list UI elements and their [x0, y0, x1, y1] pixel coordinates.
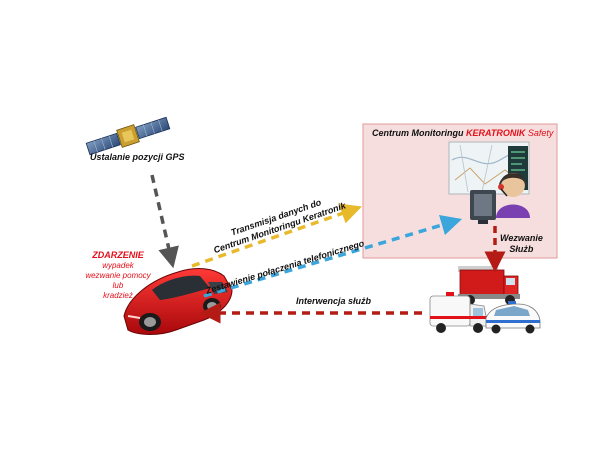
call-services-label: Wezwanie Służb: [500, 233, 543, 255]
event-line-1: wypadek: [102, 261, 134, 270]
call-services-line-1: Wezwanie: [500, 233, 543, 243]
monitoring-title-prefix: Centrum Monitoringu: [372, 128, 464, 138]
phone-call-arrow: [203, 214, 463, 298]
event-line-4: kradzież: [103, 291, 133, 300]
event-title: ZDARZENIE: [92, 250, 144, 260]
monitoring-brand-suffix: Safety: [527, 128, 554, 138]
call-services-line-2: Służb: [509, 244, 534, 254]
ambulance-icon: [429, 292, 489, 333]
event-line-2: wezwanie pomocy: [85, 271, 151, 280]
fire-truck-icon: [458, 266, 520, 305]
gps-satellite-icon: [85, 116, 171, 156]
transmission-arrow: [191, 203, 362, 268]
operator-icon: [470, 173, 530, 224]
monitoring-brand: KERATRONIK: [466, 128, 526, 138]
monitoring-center-title: Centrum Monitoringu KERATRONIK Safety: [372, 128, 553, 138]
event-line-3: lub: [112, 281, 124, 290]
gps-label: Ustalanie pozycji GPS: [90, 152, 185, 162]
gps-arrow: [150, 174, 179, 269]
intervention-label: Interwencja służb: [296, 296, 372, 306]
police-car-icon: [485, 301, 541, 334]
